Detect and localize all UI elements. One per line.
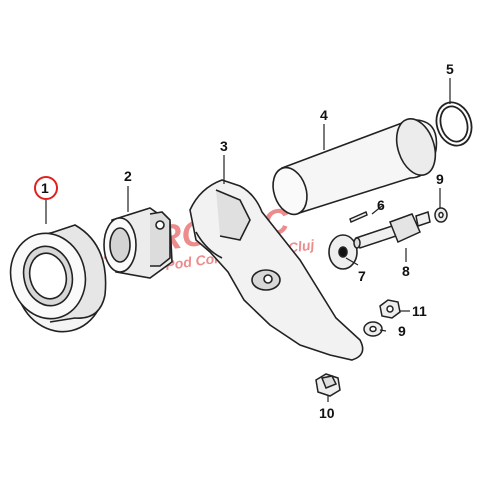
callout-9-upper[interactable]: 9 <box>436 171 444 187</box>
washer-small-lower-drawing <box>363 321 383 337</box>
leader-lines <box>45 78 451 402</box>
callout-11[interactable]: 11 <box>412 303 427 319</box>
washer-small-drawing <box>434 207 448 223</box>
callout-8[interactable]: 8 <box>402 263 410 279</box>
callout-10[interactable]: 10 <box>319 405 335 421</box>
guide-sleeve-drawing <box>103 207 173 279</box>
pushrod-drawing <box>353 211 431 249</box>
highlight-ring <box>34 176 58 200</box>
callout-4[interactable]: 4 <box>320 107 328 123</box>
callout-5[interactable]: 5 <box>446 61 454 77</box>
pin-drawing <box>349 211 368 223</box>
pivot-bolt-drawing <box>315 373 341 397</box>
washer-drawing <box>328 234 358 270</box>
release-bearing-drawing <box>9 224 107 333</box>
callout-9-lower[interactable]: 9 <box>398 323 406 339</box>
callout-1[interactable]: 1 <box>41 180 49 196</box>
callout-6[interactable]: 6 <box>377 197 385 213</box>
protective-sleeve-drawing <box>272 118 438 216</box>
release-fork-drawing <box>189 179 364 361</box>
callout-7[interactable]: 7 <box>358 268 366 284</box>
circlip-drawing <box>435 101 473 147</box>
callout-2[interactable]: 2 <box>124 168 132 184</box>
callout-numbers: 1 2 3 4 5 6 7 8 9 9 10 11 <box>41 61 454 421</box>
callout-3[interactable]: 3 <box>220 138 228 154</box>
hex-nut-drawing <box>379 299 401 319</box>
